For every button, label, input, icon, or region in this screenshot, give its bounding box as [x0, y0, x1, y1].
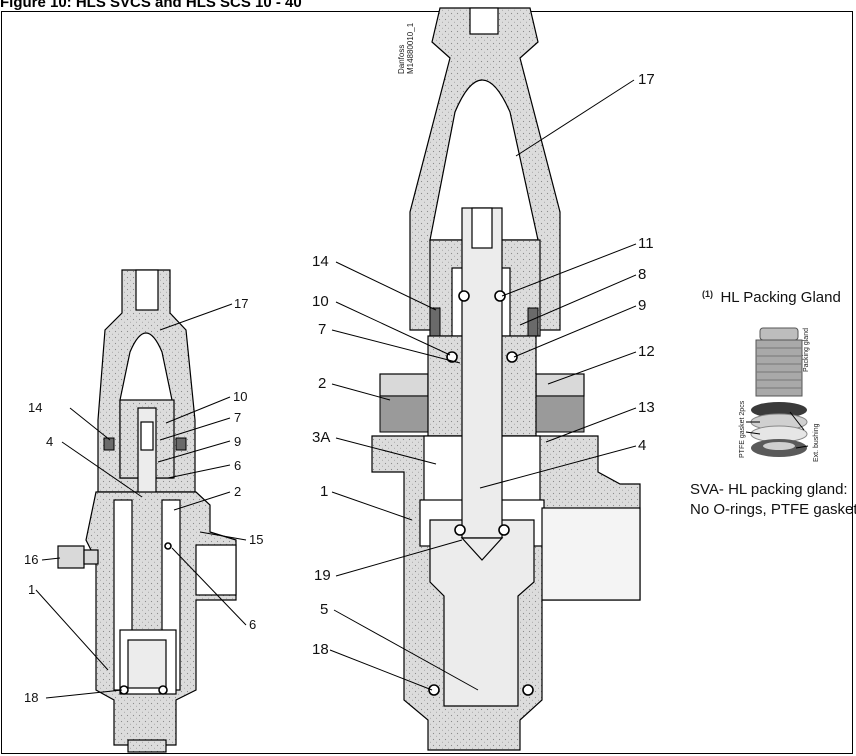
center-bonnet-left	[379, 395, 429, 433]
left-label-7: 7	[234, 410, 241, 425]
center-label-19: 19	[314, 567, 331, 584]
left-label-1: 1	[28, 582, 35, 597]
center-oring-18	[428, 684, 440, 696]
center-cap-slot	[469, 7, 499, 35]
gland-label-bushing: Ext. bushing	[813, 423, 820, 462]
gland-note-line2: No O-rings, PTFE gaskets	[690, 501, 856, 518]
center-stem	[461, 207, 503, 539]
center-label-12: 12	[638, 343, 655, 360]
watermark-line2: M14880010_1	[406, 22, 415, 74]
left-side-plug-thread	[83, 549, 99, 565]
left-label-10: 10	[233, 389, 247, 404]
drawing-id-watermark: Danfoss M14880010_1	[397, 22, 415, 74]
figure-caption: Figure 10: HLS SVCS and HLS SCS 10 - 40	[0, 0, 302, 11]
left-label-6b: 6	[249, 617, 256, 632]
center-nut-right	[535, 373, 585, 397]
gland-title-sup: (1)	[702, 289, 713, 299]
center-outlet	[541, 507, 641, 601]
left-label-18: 18	[24, 690, 38, 705]
center-label-3a: 3A	[312, 429, 330, 446]
left-seal-14	[103, 437, 115, 451]
left-valve-drawing	[57, 269, 237, 753]
left-cap-slot	[135, 269, 159, 311]
center-oring-19b	[498, 524, 510, 536]
left-oring	[158, 685, 168, 695]
center-valve-drawing	[371, 7, 641, 751]
center-label-9: 9	[638, 297, 646, 314]
center-seal-14	[429, 307, 441, 337]
left-part-labels: 17 10 14 7 4 9 6 2 16 15 1 6 18	[24, 296, 263, 705]
hl-packing-gland-inset: (1) HL Packing Gland Packing gland PTFE …	[690, 284, 856, 518]
gland-top	[759, 327, 799, 341]
gland-threaded-body	[755, 339, 803, 397]
left-label-9: 9	[234, 434, 241, 449]
center-bonnet-right	[535, 395, 585, 433]
center-label-5: 5	[320, 601, 328, 618]
center-cone-5	[429, 519, 535, 707]
center-label-17: 17	[638, 71, 655, 88]
left-oring-6b	[164, 542, 172, 550]
left-housing	[85, 491, 237, 746]
left-side-plug	[57, 545, 85, 569]
center-seal-8	[527, 307, 539, 337]
center-nut-left	[379, 373, 429, 397]
gland-note-line1: SVA- HL packing gland:	[690, 481, 848, 498]
center-oring-9	[506, 351, 518, 363]
left-label-15: 15	[249, 532, 263, 547]
center-cap-cavity	[429, 79, 539, 241]
center-part-labels: 17 14 11 8 10 9 7 12 2 13 3A 4 1 19 5 18	[312, 71, 655, 658]
gland-bushing-hole	[763, 442, 795, 450]
left-label-2: 2	[234, 484, 241, 499]
gland-label-ptfe: PTFE gasket 2pcs	[739, 400, 746, 458]
gland-label-packing: Packing gland	[803, 328, 810, 372]
left-label-14: 14	[28, 400, 42, 415]
gland-title: HL Packing Gland	[720, 289, 840, 306]
left-label-6: 6	[234, 458, 241, 473]
center-label-4: 4	[638, 437, 646, 454]
left-bottom-plug	[127, 739, 167, 753]
gland-ring-1	[751, 402, 807, 418]
left-stem-slot	[140, 421, 154, 451]
center-label-10: 10	[312, 293, 329, 310]
center-stem-slot	[471, 207, 493, 249]
figure-frame	[1, 11, 853, 754]
center-leaders	[329, 79, 637, 691]
center-label-14: 14	[312, 253, 329, 270]
left-label-4: 4	[46, 434, 53, 449]
watermark-line1: Danfoss	[397, 45, 406, 74]
center-oring-upper-l	[458, 290, 470, 302]
center-label-7: 7	[318, 321, 326, 338]
center-label-1: 1	[320, 483, 328, 500]
left-seal-10	[175, 437, 187, 451]
center-stem-tip	[460, 537, 504, 561]
center-label-2: 2	[318, 375, 326, 392]
gland-title-group: (1) HL Packing Gland	[702, 284, 841, 306]
left-cone	[127, 639, 167, 689]
center-oring-11	[494, 290, 506, 302]
center-oring-19	[454, 524, 466, 536]
center-label-13: 13	[638, 399, 655, 416]
left-label-16: 16	[24, 552, 38, 567]
left-label-17: 17	[234, 296, 248, 311]
left-outlet-bore	[195, 544, 237, 596]
center-label-8: 8	[638, 266, 646, 283]
left-leaders	[35, 303, 247, 699]
center-label-18: 18	[312, 641, 329, 658]
center-oring-18b	[522, 684, 534, 696]
center-label-11: 11	[638, 235, 654, 252]
